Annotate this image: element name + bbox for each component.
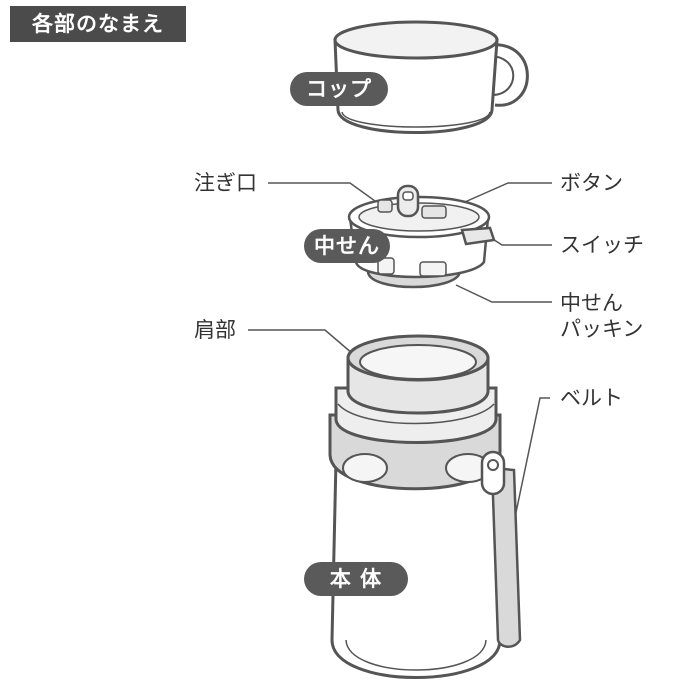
leader-packing [455, 284, 552, 303]
leader-belt [513, 397, 550, 523]
section-title: 各部のなまえ [10, 6, 186, 42]
packing-label-line1: 中せん [560, 291, 623, 315]
main-body-label: 本 体 [304, 562, 408, 596]
leader-lines [248, 182, 552, 523]
leader-spout [268, 182, 383, 207]
belt-label: ベルト [560, 386, 623, 410]
button-label: ボタン [560, 171, 623, 195]
main-body-drawing [328, 334, 522, 679]
switch-label: スイッチ [560, 233, 644, 257]
inner-plug-label: 中せん [304, 229, 390, 263]
shoulder-label: 肩部 [194, 318, 236, 342]
inner-plug-drawing [347, 184, 496, 289]
cup-drawing [333, 20, 529, 134]
cup-label: コップ [290, 72, 388, 106]
spout-label: 注ぎ口 [194, 171, 257, 195]
leader-shoulder [248, 329, 361, 361]
packing-label-line2: パッキン [560, 317, 644, 341]
